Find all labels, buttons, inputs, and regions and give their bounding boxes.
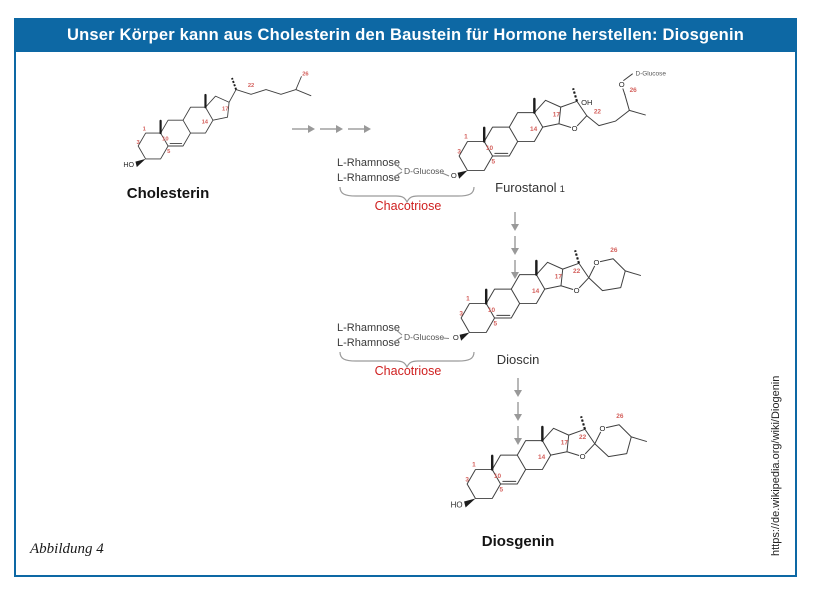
wedge-bond xyxy=(464,498,476,508)
molecule-dioscin: O O O 1 3 5 10 14 17 22 26 xyxy=(451,247,641,342)
chacotriose-brace xyxy=(339,186,475,204)
slide-title: Unser Körper kann aus Cholesterin den Ba… xyxy=(66,25,745,44)
glycosidic-oxygen: O xyxy=(453,333,459,342)
rhamnose-label: L-Rhamnose xyxy=(337,157,400,169)
rhamnose-label: L-Rhamnose xyxy=(337,337,400,349)
molecule-diosgenin: HO O O 1 3 5 10 14 17 22 26 xyxy=(451,413,647,510)
carbon-number-26: 26 xyxy=(616,413,624,420)
reaction-arrows-vertical-1 xyxy=(511,212,519,279)
hydroxyl-label: HO xyxy=(451,501,463,510)
reaction-arrows-vertical-2 xyxy=(514,378,522,445)
carbon-number-17: 17 xyxy=(555,273,563,280)
carbon-number-1: 1 xyxy=(464,134,468,141)
cholesterin-label: Cholesterin xyxy=(127,185,210,202)
carbon-number-10: 10 xyxy=(486,145,494,152)
furostanol-label-text: Furostanol xyxy=(495,180,557,195)
carbon-number-17: 17 xyxy=(561,439,569,446)
carbon-number-10: 10 xyxy=(488,307,496,314)
carbon-number-1: 1 xyxy=(466,296,470,303)
glycoside-block-2: L-Rhamnose L-Rhamnose D-Glucose Chacotri… xyxy=(337,322,475,378)
reaction-arrows-horizontal xyxy=(292,125,371,133)
chacotriose-label: Chacotriose xyxy=(375,199,442,213)
carbon-number-10: 10 xyxy=(494,473,502,480)
carbon-number-5: 5 xyxy=(494,321,498,328)
carbon-number-14: 14 xyxy=(202,120,209,126)
carbon-number-17: 17 xyxy=(222,107,228,113)
glucose-label: D-Glucose xyxy=(404,332,444,342)
hydroxyl-label: HO xyxy=(123,161,134,169)
carbon-number-5: 5 xyxy=(167,149,171,155)
carbon-number-26: 26 xyxy=(302,71,308,77)
chain-sugar-label: D-Glucose xyxy=(635,70,666,77)
carbon-number-26: 26 xyxy=(630,87,638,94)
source-url: https://de.wikipedia.org/wiki/Diogenin xyxy=(770,376,782,556)
glucose-label: D-Glucose xyxy=(404,166,444,176)
ring-oxygen-e: O xyxy=(580,452,586,461)
glycosidic-oxygen: O xyxy=(451,171,457,180)
chain-oxygen: O xyxy=(619,80,625,89)
molecule-furostanol: O O O OH D-Glucose 1 3 5 10 14 17 22 26 xyxy=(449,70,666,180)
carbon-number-5: 5 xyxy=(492,159,496,166)
carbon-number-22: 22 xyxy=(594,108,602,115)
chacotriose-brace xyxy=(339,351,475,369)
carbon-number-26: 26 xyxy=(610,247,618,254)
chacotriose-label: Chacotriose xyxy=(375,364,442,378)
carbon-number-14: 14 xyxy=(538,454,546,461)
carbon-number-3: 3 xyxy=(459,311,463,318)
wedge-bond xyxy=(459,332,470,341)
rhamnose-label: L-Rhamnose xyxy=(337,322,400,334)
wedge-bond xyxy=(135,158,146,168)
carbon-number-17: 17 xyxy=(553,111,561,118)
glycoside-block-1: L-Rhamnose L-Rhamnose D-Glucose Chacotri… xyxy=(337,157,475,213)
hydroxyl-label: OH xyxy=(581,98,592,107)
carbon-number-14: 14 xyxy=(532,288,540,295)
carbon-number-1: 1 xyxy=(472,462,476,469)
carbon-number-5: 5 xyxy=(500,487,504,494)
side-chain xyxy=(586,109,646,127)
ring-oxygen: O xyxy=(572,124,578,133)
wedge-bond xyxy=(457,170,468,179)
diosgenin-label: Diosgenin xyxy=(482,533,555,550)
carbon-number-22: 22 xyxy=(573,268,581,275)
carbon-number-22: 22 xyxy=(579,434,587,441)
slide-frame xyxy=(14,18,797,577)
molecule-cholesterin: HO 1 3 5 10 14 17 22 26 xyxy=(123,71,312,169)
carbon-number-3: 3 xyxy=(457,149,461,156)
figure-caption: Abbildung 4 xyxy=(30,541,104,557)
furostanol-label-suffix: 1 xyxy=(560,184,565,195)
carbon-number-10: 10 xyxy=(162,137,168,143)
side-chain xyxy=(228,76,302,103)
carbon-number-22: 22 xyxy=(248,83,254,89)
ring-oxygen-f: O xyxy=(599,424,605,433)
carbon-number-3: 3 xyxy=(137,140,140,146)
ring-oxygen-f: O xyxy=(593,258,599,267)
rhamnose-label: L-Rhamnose xyxy=(337,172,400,184)
carbon-number-3: 3 xyxy=(465,477,469,484)
title-bar: Unser Körper kann aus Cholesterin den Ba… xyxy=(14,18,797,52)
ring-oxygen-e: O xyxy=(574,286,580,295)
dioscin-label: Dioscin xyxy=(497,352,540,367)
carbon-number-14: 14 xyxy=(530,126,538,133)
carbon-number-1: 1 xyxy=(143,126,147,132)
